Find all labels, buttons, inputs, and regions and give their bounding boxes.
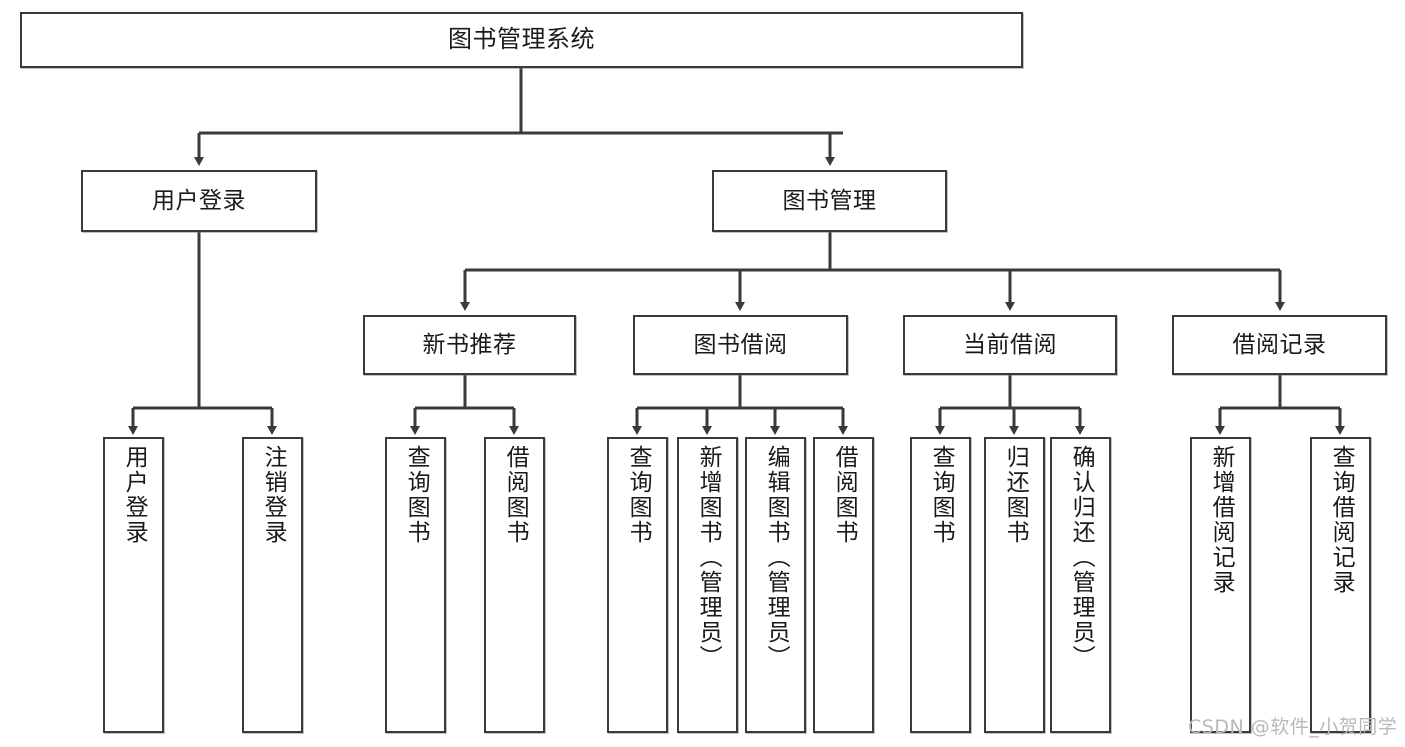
node-leaf-query-book-2[interactable]: 查询图书 [607,437,668,733]
node-root[interactable]: 图书管理系统 [20,12,1023,68]
node-book-manage-label: 图书管理 [782,187,877,214]
node-book-manage[interactable]: 图书管理 [712,170,947,232]
node-book-borrow[interactable]: 图书借阅 [633,315,848,375]
node-leaf-edit-book[interactable]: 编辑图书（管理员） [745,437,806,733]
node-user-login[interactable]: 用户登录 [81,170,317,232]
node-leaf-query-book-2-label: 查询图书 [625,445,652,545]
node-leaf-return-book-label: 归还图书 [1002,445,1029,545]
node-leaf-add-book-label: 新增图书（管理员） [695,445,722,670]
node-leaf-query-book-1-label: 查询图书 [403,445,430,545]
node-leaf-confirm-return-label: 确认归还（管理员） [1068,445,1095,670]
node-leaf-add-book[interactable]: 新增图书（管理员） [677,437,738,733]
node-borrow-record[interactable]: 借阅记录 [1172,315,1387,375]
node-leaf-add-record-label: 新增借阅记录 [1208,445,1235,595]
node-leaf-borrow-book-2-label: 借阅图书 [831,445,858,545]
node-root-label: 图书管理系统 [448,25,595,54]
node-leaf-borrow-book-1-label: 借阅图书 [502,445,529,545]
node-new-book-rec[interactable]: 新书推荐 [363,315,576,375]
node-book-borrow-label: 图书借阅 [693,331,788,358]
node-leaf-confirm-return[interactable]: 确认归还（管理员） [1050,437,1111,733]
csdn-watermark: CSDN @软件_小贺同学 [1188,716,1398,738]
node-leaf-logout[interactable]: 注销登录 [242,437,303,733]
node-leaf-borrow-book-1[interactable]: 借阅图书 [484,437,545,733]
node-user-login-label: 用户登录 [152,187,246,214]
node-current-borrow[interactable]: 当前借阅 [903,315,1117,375]
node-leaf-query-record[interactable]: 查询借阅记录 [1310,437,1371,733]
node-leaf-user-login-label: 用户登录 [121,445,148,545]
node-leaf-query-book-3-label: 查询图书 [928,445,955,545]
node-current-borrow-label: 当前借阅 [963,331,1057,358]
node-leaf-borrow-book-2[interactable]: 借阅图书 [813,437,874,733]
node-leaf-query-book-3[interactable]: 查询图书 [910,437,971,733]
node-leaf-query-record-label: 查询借阅记录 [1328,445,1355,595]
node-borrow-record-label: 借阅记录 [1232,331,1327,358]
node-new-book-rec-label: 新书推荐 [422,331,517,358]
node-leaf-return-book[interactable]: 归还图书 [984,437,1045,733]
node-leaf-edit-book-label: 编辑图书（管理员） [763,445,790,670]
node-leaf-add-record[interactable]: 新增借阅记录 [1190,437,1251,733]
node-leaf-user-login[interactable]: 用户登录 [103,437,164,733]
node-leaf-logout-label: 注销登录 [260,445,287,545]
node-leaf-query-book-1[interactable]: 查询图书 [385,437,446,733]
